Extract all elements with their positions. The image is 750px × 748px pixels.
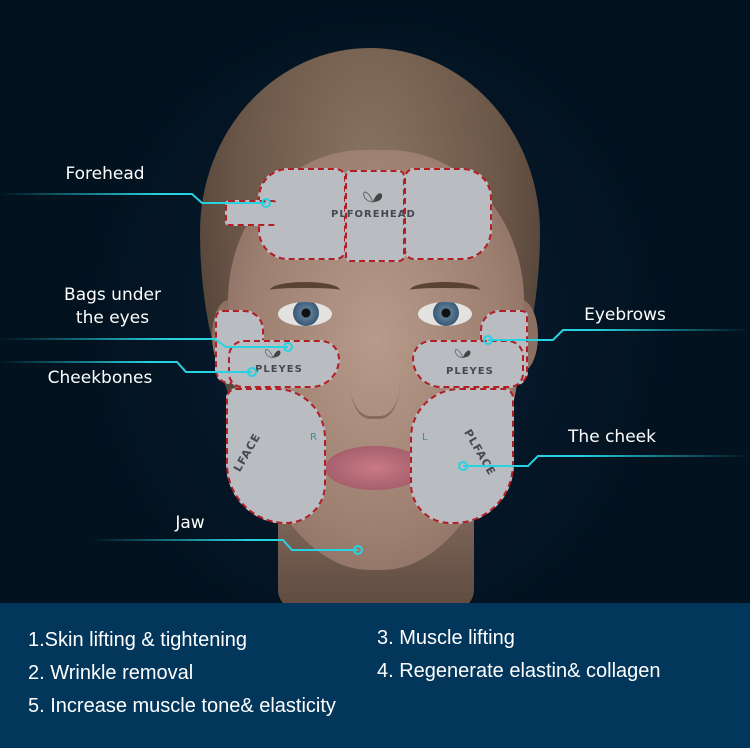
label-bags-line1: Bags under [64, 285, 161, 305]
forehead-brand-text: PLFOREHEAD [331, 209, 416, 220]
face-diagram: PLFOREHEAD PLEYES PLEYES LFACE R PLFACE … [0, 0, 750, 603]
right-eyebrow [410, 282, 480, 298]
face-patch-right [410, 388, 514, 524]
face-patch-left [226, 388, 326, 524]
face-patch-right-side: L [422, 432, 428, 443]
butterfly-logo-icon [454, 346, 472, 361]
nose [350, 330, 400, 419]
eye-patch-left-brand: PLEYES [255, 364, 303, 375]
left-eye [278, 302, 332, 326]
feature-5: 5. Increase muscle tone& elasticity [28, 695, 336, 717]
label-forehead: Forehead [65, 164, 145, 184]
label-jaw: Jaw [175, 513, 205, 533]
eye-patch-right [412, 340, 524, 388]
right-eye [418, 302, 472, 326]
left-eyebrow [270, 282, 340, 298]
face-patch-left-side: R [310, 432, 317, 443]
butterfly-logo-icon [264, 346, 282, 361]
label-cheekbones: Cheekbones [47, 368, 153, 388]
lips [325, 446, 425, 490]
label-the-cheek: The cheek [568, 427, 656, 447]
feature-4: 4. Regenerate elastin& collagen [377, 660, 661, 682]
forehead-patch-right [404, 168, 492, 260]
label-eyebrows: Eyebrows [584, 305, 666, 325]
callout-lines [0, 193, 750, 555]
butterfly-logo-icon [362, 188, 384, 206]
feature-3: 3. Muscle lifting [377, 627, 515, 649]
feature-2: 2. Wrinkle removal [28, 662, 194, 684]
forehead-patch-tab [225, 200, 277, 226]
feature-1: 1.Skin lifting & tightening [28, 629, 248, 651]
label-bags-line2: the eyes [75, 308, 150, 328]
benefits-panel: 1.Skin lifting & tightening 2. Wrinkle r… [0, 603, 750, 748]
eye-patch-right-brand: PLEYES [446, 366, 494, 377]
